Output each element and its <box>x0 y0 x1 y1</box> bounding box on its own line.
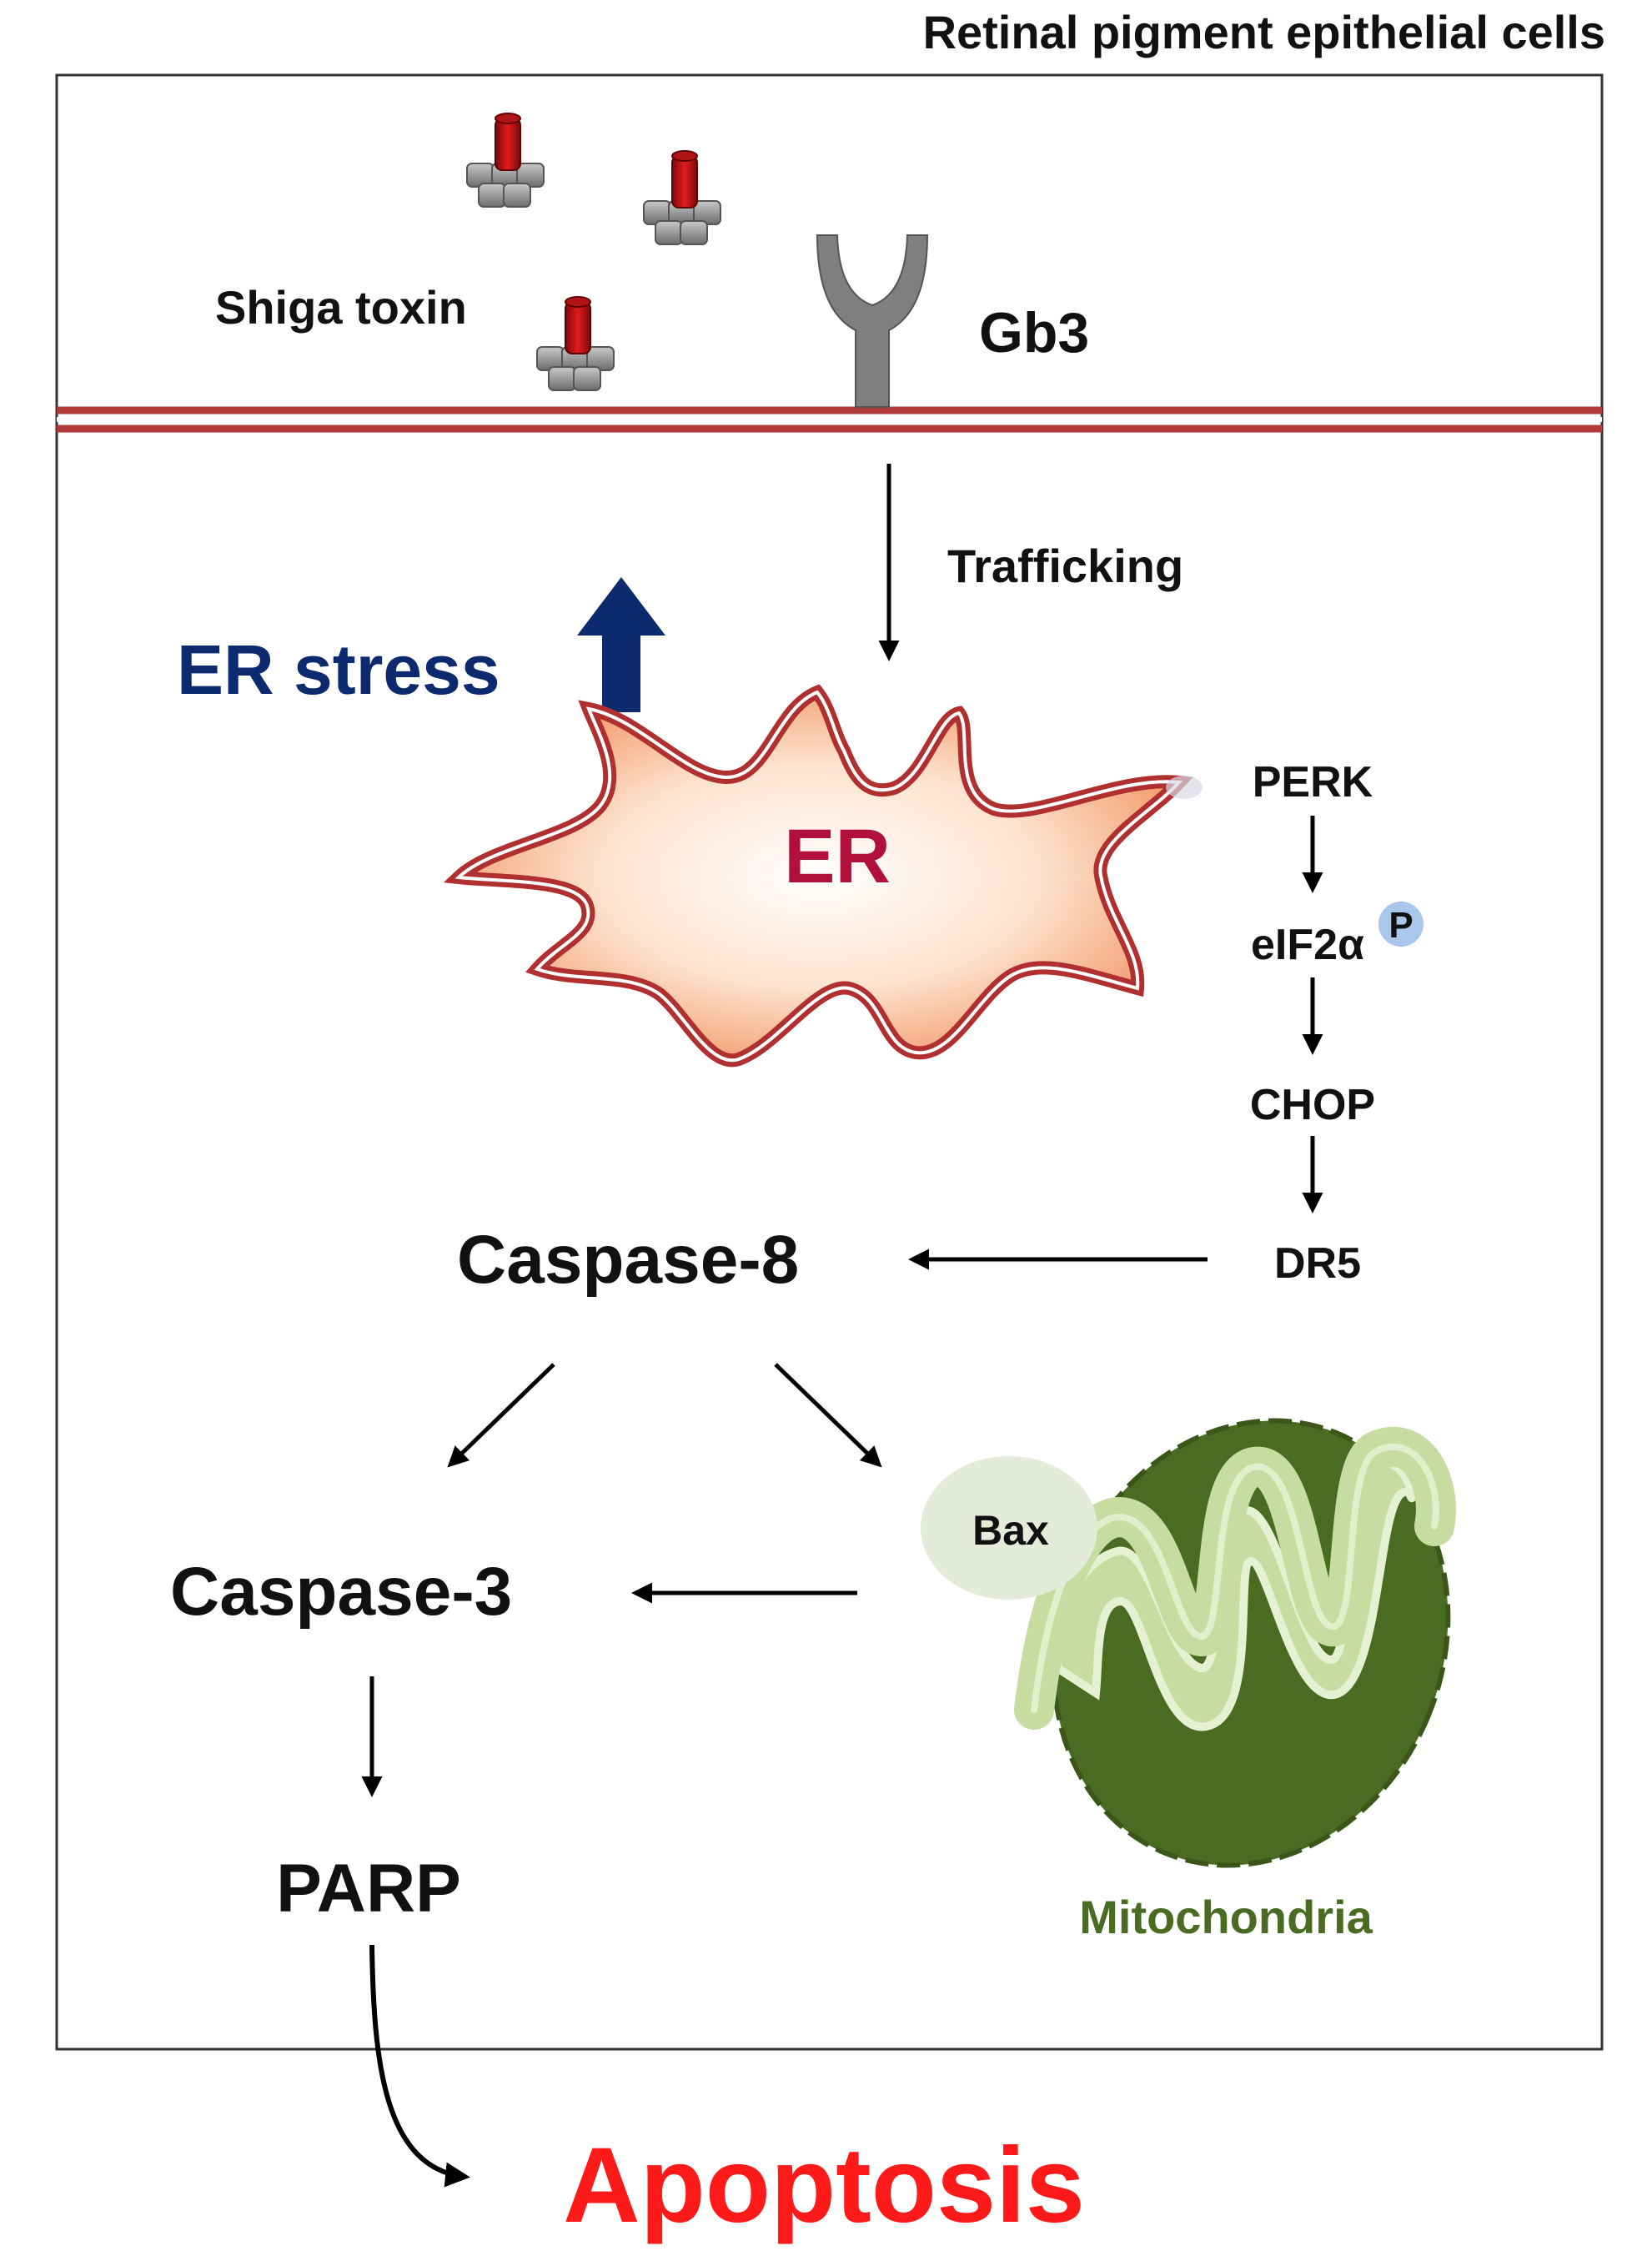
cell-boundary <box>55 73 1604 2051</box>
shiga-toxin-icon <box>643 150 721 245</box>
er-organelle <box>443 684 1193 1068</box>
bax-label: Bax <box>972 1507 1049 1554</box>
dr5-label: DR5 <box>1274 1239 1361 1288</box>
cell-type-title: Retinal pigment epithelial cells <box>923 6 1605 58</box>
er-membrane-protrusion <box>1166 776 1203 799</box>
gb3-receptor-icon <box>816 234 929 408</box>
caspase8-to-bax-arrow <box>774 1363 882 1468</box>
shiga-toxin-icon <box>466 113 545 208</box>
perk-label: PERK <box>1253 758 1373 806</box>
mitochondria-label: Mitochondria <box>1079 1891 1373 1943</box>
phospho-badge <box>1378 902 1424 947</box>
parp-label: PARP <box>276 1851 461 1927</box>
er-stress-label: ER stress <box>177 631 500 709</box>
trafficking-label: Trafficking <box>947 540 1183 592</box>
caspase3-label: Caspase-3 <box>170 1554 512 1630</box>
chop-label: CHOP <box>1250 1081 1375 1129</box>
shiga-toxin-label: Shiga toxin <box>215 281 467 334</box>
phospho-label: P <box>1388 905 1413 946</box>
eif2a-label: eIF2α <box>1251 921 1364 969</box>
shiga-toxin-icon <box>536 296 615 391</box>
bax-bubble <box>921 1456 1097 1600</box>
plasma-membrane <box>57 406 1602 433</box>
caspase8-label: Caspase-8 <box>457 1222 799 1298</box>
up-arrow-icon <box>577 577 665 712</box>
mitochondria-icon <box>1014 1418 1456 1868</box>
caspase8-to-caspase3-arrow <box>447 1363 555 1468</box>
er-label: ER <box>784 814 891 899</box>
gb3-label: Gb3 <box>979 301 1089 364</box>
parp-to-apoptosis-arrow <box>369 1944 470 2188</box>
apoptosis-label: Apoptosis <box>563 2126 1085 2245</box>
